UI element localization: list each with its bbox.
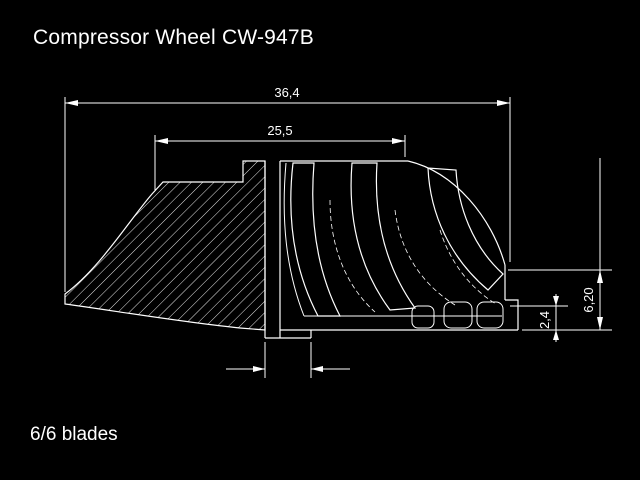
dimension-tip-height: 2,4: [510, 294, 568, 342]
dimension-label-tip-height: 2,4: [537, 311, 552, 329]
hub-cross-section: [64, 160, 266, 331]
dimension-upper-width: 25,5: [154, 123, 406, 190]
dimension-outlet-height: 6,20: [508, 158, 612, 331]
blade-count-label: 6/6 blades: [30, 424, 118, 445]
page-title: Compressor Wheel CW-947B: [33, 26, 314, 49]
dimension-total-width: 36,4: [64, 85, 511, 292]
dimension-label-total-width: 36,4: [274, 85, 299, 100]
dimension-boss-width: [226, 342, 350, 378]
blade-profile: [280, 160, 519, 331]
dimension-label-outlet-height: 6,20: [581, 287, 596, 312]
shaft-bore: [264, 161, 312, 339]
dimension-label-upper-width: 25,5: [267, 123, 292, 138]
